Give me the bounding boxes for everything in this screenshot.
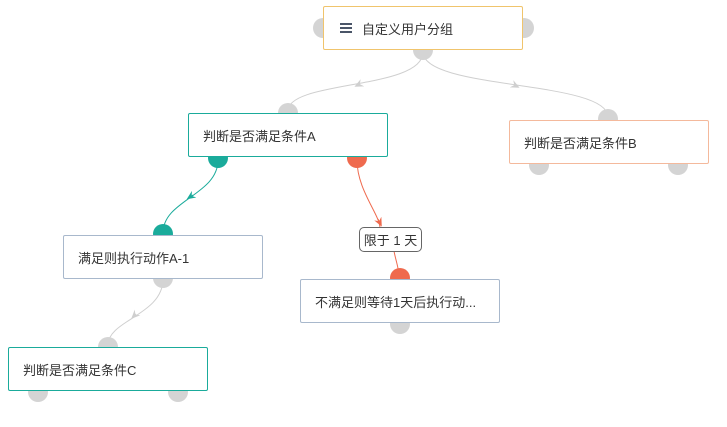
node-cond-b-label: 判断是否满足条件B (524, 135, 637, 151)
node-root-label: 自定义用户分组 (362, 21, 454, 37)
list-icon (340, 23, 352, 33)
node-cond-c-label: 判断是否满足条件C (23, 362, 137, 378)
node-action-a1-label: 满足则执行动作A-1 (78, 250, 190, 266)
node-cond-a[interactable]: 判断是否满足条件A (188, 113, 388, 157)
edge-cond-a-arrow-wait (374, 216, 382, 227)
edge-cond-a-arrow-a1 (186, 190, 197, 200)
node-action-a1[interactable]: 满足则执行动作A-1 (63, 235, 263, 279)
edge-action-a1-to-cond-c (107, 278, 164, 346)
node-cond-c[interactable]: 判断是否满足条件C (8, 347, 208, 391)
edge-root-to-cond-b (422, 51, 609, 118)
edge-root-to-cond-a (287, 51, 424, 112)
edge-root-arrow-a (354, 79, 365, 87)
node-action-wait-label: 不满足则等待1天后执行动... (315, 294, 477, 310)
edge-cond-a-to-wait (356, 159, 381, 229)
edge-root-arrow-b (509, 80, 520, 88)
edge-wait-label[interactable]: 限于 1 天 (359, 227, 422, 252)
edge-a1-arrow-c (131, 309, 141, 319)
node-action-wait[interactable]: 不满足则等待1天后执行动... (300, 279, 500, 323)
node-cond-b[interactable]: 判断是否满足条件B (509, 120, 709, 164)
node-root[interactable]: 自定义用户分组 (323, 6, 523, 50)
node-cond-a-label: 判断是否满足条件A (203, 128, 316, 144)
